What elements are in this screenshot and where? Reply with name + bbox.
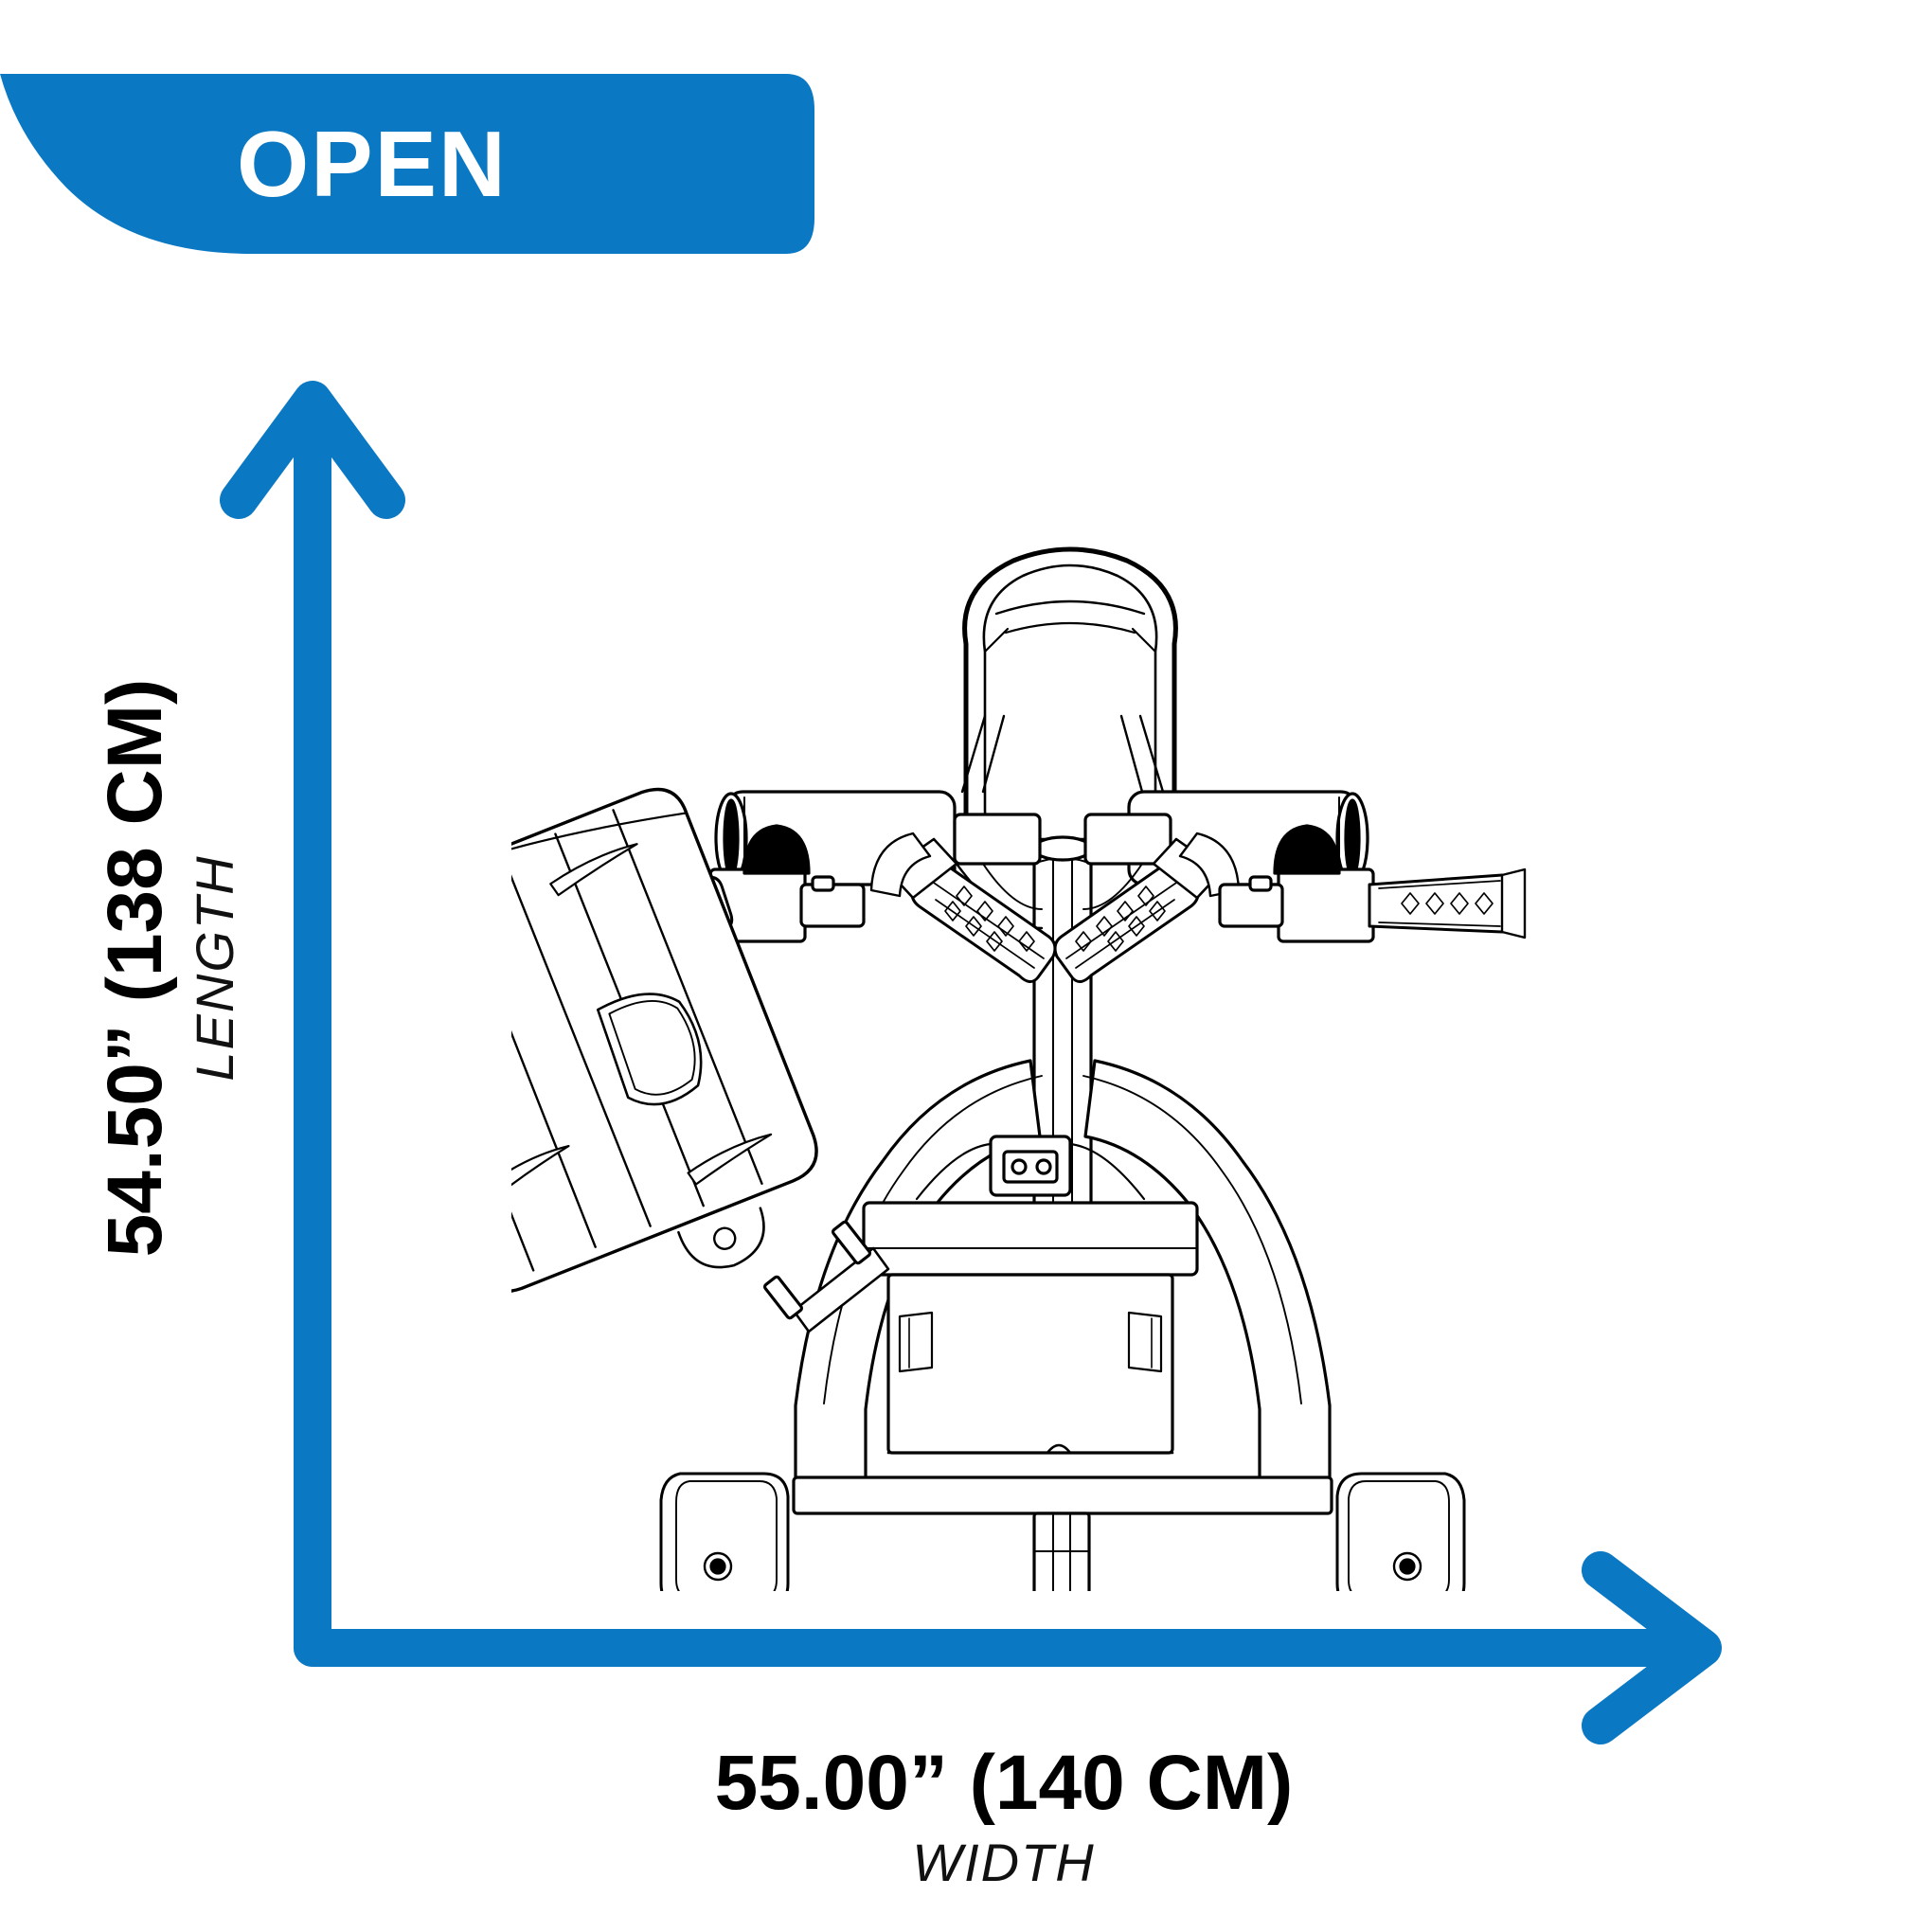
- arrow-right-icon: [1582, 1551, 1722, 1744]
- width-value: 55.00” (140 CM): [714, 1740, 1294, 1826]
- length-caption: LENGTH: [185, 854, 245, 1082]
- banner-shape: [0, 74, 814, 254]
- adjustment-knob-blocks: [708, 824, 1375, 943]
- open-status-banner: OPEN: [0, 74, 814, 254]
- width-dimension-label: 55.00” (140 CM) WIDTH: [275, 1743, 1733, 1898]
- length-dimension-label: 54.50” (138 CM) LENGTH: [91, 542, 250, 1394]
- length-value: 54.50” (138 CM): [91, 678, 178, 1258]
- frame-legs: [794, 1059, 1332, 1489]
- lower-carriage: [862, 1135, 1199, 1455]
- product-line-art: [511, 546, 1527, 1591]
- diagonal-support-strut: [762, 1220, 890, 1333]
- base-and-wheels: [659, 1472, 1466, 1591]
- handlebar-arms: [869, 832, 1241, 983]
- width-caption: WIDTH: [912, 1833, 1096, 1893]
- product-illustration: [511, 530, 1572, 1591]
- seat-pad-group: [962, 546, 1178, 853]
- folded-bench-pad: [511, 787, 818, 1294]
- arrow-up-icon: [220, 381, 405, 519]
